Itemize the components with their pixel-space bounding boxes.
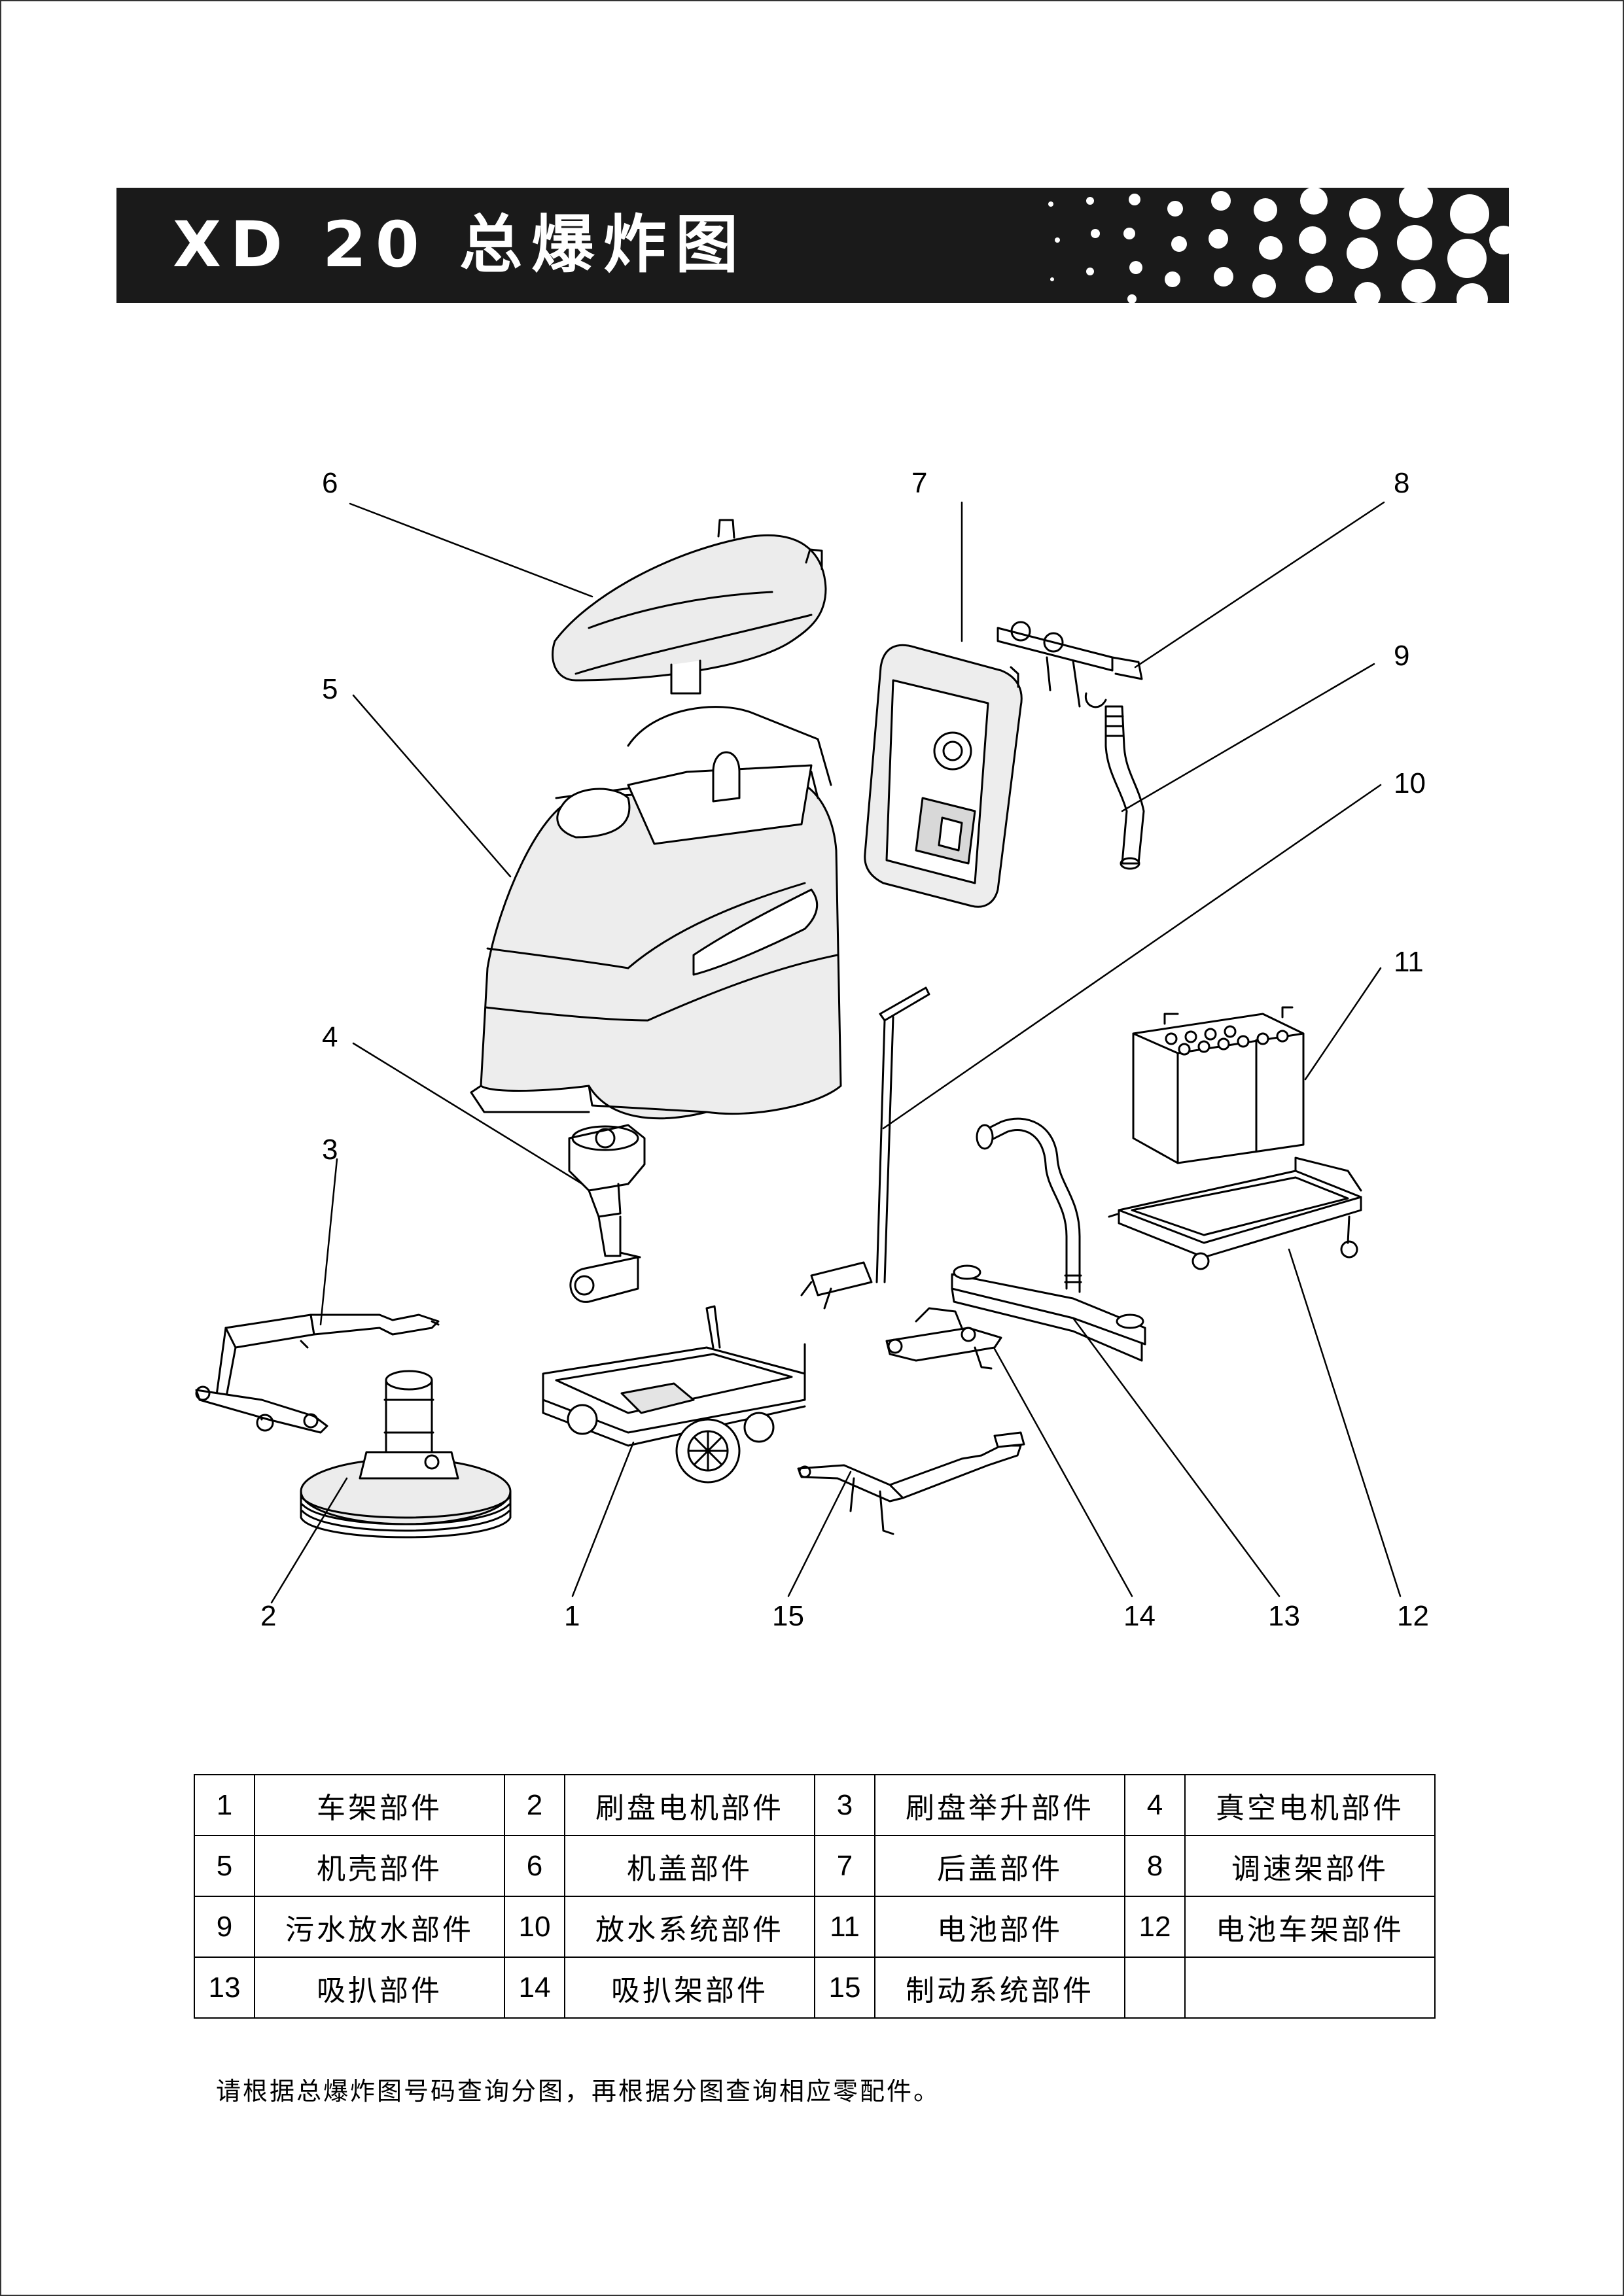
- part-name-cell: 放水系统部件: [564, 1896, 815, 1958]
- callout-14: 14: [1123, 1600, 1156, 1632]
- part-9-drain-hose-drawing: [1104, 705, 1145, 870]
- part-name-cell: 电池车架部件: [1184, 1896, 1436, 1958]
- part-1-chassis-drawing: [542, 1305, 806, 1484]
- parts-table: 1 车架部件 2 刷盘电机部件 3 刷盘举升部件 4 真空电机部件 5 机壳部件…: [194, 1774, 1436, 2019]
- title-banner: XD 20 总爆炸图: [116, 188, 1509, 303]
- part-14-squeegee-bracket-drawing: [885, 1307, 1002, 1370]
- callout-5: 5: [322, 673, 338, 705]
- page-title: XD 20 总爆炸图: [173, 208, 748, 281]
- part-name-cell: 吸扒部件: [254, 1957, 505, 2019]
- part-name-cell: 真空电机部件: [1184, 1774, 1436, 1836]
- part-3-brush-lift-drawing: [195, 1313, 440, 1434]
- part-name-cell: 吸扒架部件: [564, 1957, 815, 2019]
- callout-13: 13: [1268, 1600, 1300, 1632]
- part-name-cell: 制动系统部件: [874, 1957, 1125, 2019]
- part-2-brush-motor-drawing: [300, 1370, 512, 1539]
- callout-10: 10: [1394, 767, 1426, 799]
- callout-15: 15: [772, 1600, 804, 1632]
- footnote: 请根据总爆炸图号码查询分图，再根据分图查询相应零配件。: [216, 2077, 941, 2106]
- callout-4: 4: [322, 1021, 338, 1053]
- callout-9: 9: [1394, 640, 1409, 672]
- table-row: 13 吸扒部件 14 吸扒架部件 15 制动系统部件: [194, 1957, 1436, 2019]
- table-row: 5 机壳部件 6 机盖部件 7 后盖部件 8 调速架部件: [194, 1835, 1436, 1897]
- part-name-cell: 后盖部件: [874, 1835, 1125, 1897]
- part-number-cell: 7: [814, 1835, 875, 1897]
- part-name-cell: 电池部件: [874, 1896, 1125, 1958]
- part-10-drain-rod-drawing: [800, 986, 930, 1310]
- part-8-speed-bracket-drawing: [997, 621, 1143, 708]
- part-name-cell: 刷盘举升部件: [874, 1774, 1125, 1836]
- part-number-cell: 3: [814, 1774, 875, 1836]
- part-name-cell: 机壳部件: [254, 1835, 505, 1897]
- part-7-rear-cover-drawing: [864, 644, 1023, 908]
- part-13-squeegee-drawing: [951, 1117, 1146, 1362]
- part-number-cell: 4: [1124, 1774, 1186, 1836]
- part-number-cell: 2: [504, 1774, 565, 1836]
- part-number-cell: 6: [504, 1835, 565, 1897]
- part-number-cell: 1: [194, 1774, 255, 1836]
- table-row: 1 车架部件 2 刷盘电机部件 3 刷盘举升部件 4 真空电机部件: [194, 1774, 1436, 1836]
- part-number-cell: 13: [194, 1957, 255, 2019]
- part-name-cell: 调速架部件: [1184, 1835, 1436, 1897]
- part-number-cell: 14: [504, 1957, 565, 2019]
- callout-12: 12: [1397, 1600, 1429, 1632]
- part-number-cell: 9: [194, 1896, 255, 1958]
- halftone-dots-decoration: [1048, 188, 1509, 303]
- part-number-cell: 8: [1124, 1835, 1186, 1897]
- callout-2: 2: [260, 1600, 276, 1632]
- callout-11: 11: [1394, 946, 1424, 978]
- part-name-cell: 车架部件: [254, 1774, 505, 1836]
- callout-8: 8: [1394, 467, 1409, 499]
- part-11-battery-drawing: [1132, 1006, 1305, 1164]
- part-number-cell: 12: [1124, 1896, 1186, 1958]
- part-number-cell: 11: [814, 1896, 875, 1958]
- table-row: 9 污水放水部件 10 放水系统部件 11 电池部件 12 电池车架部件: [194, 1896, 1436, 1958]
- part-6-cover-drawing: [552, 519, 827, 695]
- part-12-battery-tray-drawing: [1108, 1157, 1362, 1270]
- part-4-vacuum-motor-drawing: [568, 1124, 646, 1303]
- part-name-cell: 污水放水部件: [254, 1896, 505, 1958]
- part-5-housing-drawing: [470, 706, 842, 1120]
- exploded-diagram: 6 7 8 9 10 11 5 4 3 2 1 15 14 13 12: [195, 467, 1429, 1632]
- part-number-cell: 15: [814, 1957, 875, 2019]
- callout-6: 6: [322, 467, 338, 499]
- part-number-cell: 5: [194, 1835, 255, 1897]
- part-name-cell: 机盖部件: [564, 1835, 815, 1897]
- part-name-cell: [1184, 1957, 1436, 2019]
- callout-7: 7: [911, 467, 927, 499]
- leader-lines: [270, 501, 1402, 1604]
- part-number-cell: 10: [504, 1896, 565, 1958]
- part-15-brake-drawing: [797, 1431, 1025, 1535]
- part-number-cell: [1124, 1957, 1186, 2019]
- part-name-cell: 刷盘电机部件: [564, 1774, 815, 1836]
- callout-3: 3: [322, 1134, 338, 1166]
- callout-1: 1: [564, 1600, 580, 1632]
